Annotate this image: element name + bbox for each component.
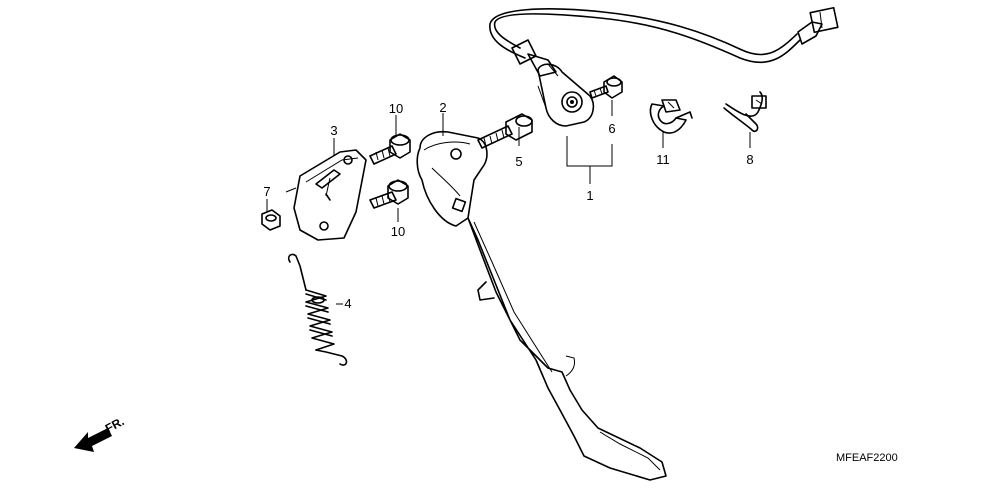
callout-10-upper: 10 [389, 101, 403, 116]
callout-2: 2 [439, 100, 446, 115]
part-8-wire-clip[interactable] [723, 91, 767, 133]
callout-10-lower: 10 [391, 224, 405, 239]
callout-labels: 1 2 3 4 5 6 7 8 10 10 11 [263, 100, 753, 311]
callout-6: 6 [608, 121, 615, 136]
diagram-code: MFEAF2200 [836, 452, 898, 464]
part-7-nut[interactable] [261, 187, 297, 231]
part-1-side-stand-switch[interactable] [489, 6, 839, 127]
callout-4: 4 [344, 296, 351, 311]
part-5-bolt[interactable] [477, 113, 533, 149]
callout-11: 11 [656, 152, 670, 167]
part-6-screw[interactable] [589, 75, 623, 99]
part-2-side-stand[interactable] [416, 130, 667, 481]
part-10-bolt-upper[interactable] [369, 133, 411, 165]
callout-1: 1 [586, 188, 593, 203]
callout-3: 3 [330, 123, 337, 138]
callout-8: 8 [746, 152, 753, 167]
front-arrow-icon [74, 428, 112, 452]
part-3-bracket[interactable] [293, 149, 367, 241]
part-11-harness-clamp[interactable] [649, 99, 693, 134]
callout-7: 7 [263, 184, 270, 199]
front-direction-indicator: FR. [74, 414, 126, 452]
callout-5: 5 [515, 154, 522, 169]
leader-lines [266, 100, 751, 305]
part-10-bolt-lower[interactable] [369, 179, 409, 209]
part-4-spring[interactable] [287, 253, 348, 366]
